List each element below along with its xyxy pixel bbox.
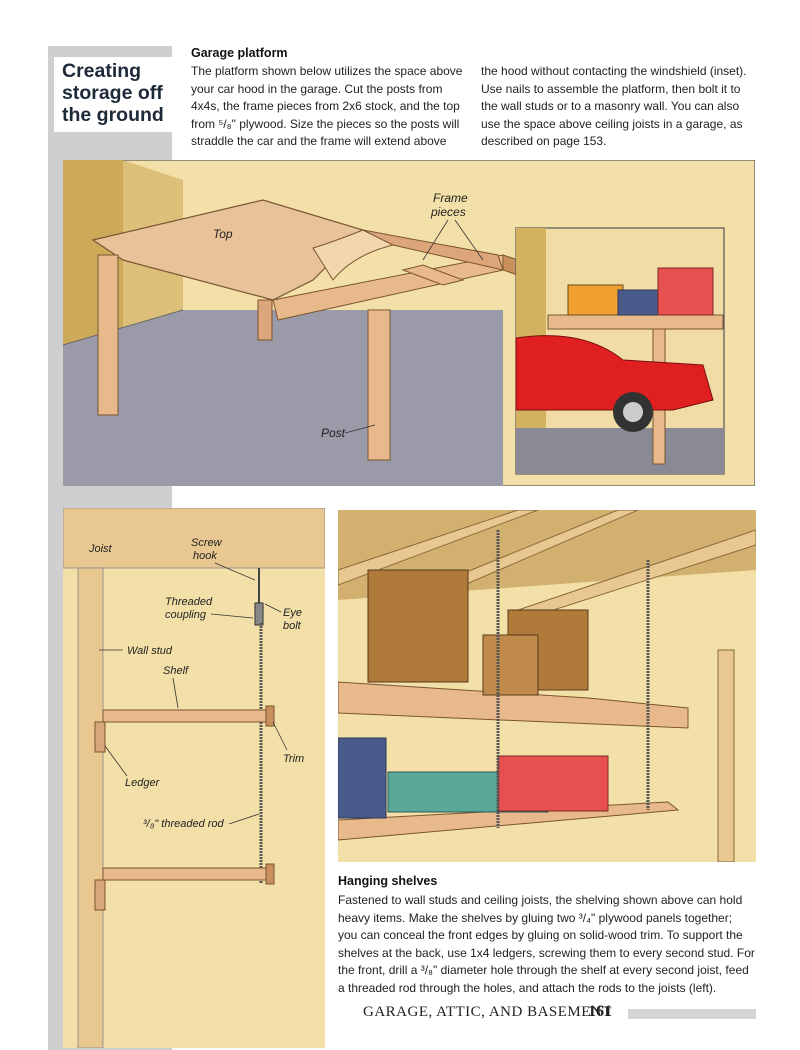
hanging-shelves-illustration bbox=[338, 510, 756, 862]
hanging-shelves-body: Fastened to wall studs and ceiling joist… bbox=[338, 892, 778, 997]
garage-platform-col1: The platform shown below utilizes the sp… bbox=[191, 63, 476, 151]
col2-line: the hood without contacting the windshie… bbox=[481, 64, 747, 78]
running-footer: GARAGE, ATTIC, AND BASEMENT bbox=[363, 1004, 612, 1020]
label-ledger: Ledger bbox=[125, 777, 161, 789]
label-post: Post bbox=[321, 426, 346, 440]
label-threaded-rod: ³/₈" threaded rod bbox=[143, 818, 225, 830]
col1-line: your car hood in the garage. Cut the pos… bbox=[191, 81, 443, 96]
page-number: 161 bbox=[588, 1003, 612, 1020]
garage-platform-illustration: Top Frame pieces Post bbox=[63, 160, 755, 486]
label-top: Top bbox=[213, 227, 233, 241]
body-line: the front, drill a ³/₈" diameter hole th… bbox=[338, 963, 749, 977]
section-title: Creating storage off the ground bbox=[62, 60, 177, 126]
label-joist: Joist bbox=[88, 543, 113, 555]
title-line-1: Creating bbox=[62, 60, 142, 82]
body-line: heavy items. Make the shelves by gluing … bbox=[338, 910, 733, 925]
title-line-3: the ground bbox=[62, 104, 164, 126]
body-line: a threaded rod through the holes, and at… bbox=[338, 980, 717, 995]
label-coupling-line1: Threaded bbox=[165, 596, 213, 608]
garage-platform-col2: the hood without contacting the windshie… bbox=[481, 63, 781, 151]
hanging-shelf-diagram: Joist Screw hook Threaded coupling Eye b… bbox=[63, 508, 325, 1048]
garage-platform-heading: Garage platform bbox=[191, 46, 288, 60]
body-line: Fastened to wall studs and ceiling joist… bbox=[338, 893, 743, 907]
label-shelf: Shelf bbox=[163, 665, 189, 677]
col1-line: from ⁵/₈" plywood. Size the pieces so th… bbox=[191, 116, 460, 131]
label-frame-line2: pieces bbox=[430, 205, 466, 219]
col2-line: the wall studs or to a masonry wall. You… bbox=[481, 99, 740, 113]
col1-line: 4x4s, the frame pieces from 2x6 stock, a… bbox=[191, 99, 460, 113]
title-line-2: storage off bbox=[62, 82, 163, 104]
title-box bbox=[54, 57, 172, 132]
col2-line: described on page 153. bbox=[481, 134, 607, 148]
col1-line: straddle the car and the frame will exte… bbox=[191, 134, 447, 148]
label-coupling-line2: coupling bbox=[165, 609, 207, 621]
col1-line: The platform shown below utilizes the sp… bbox=[191, 64, 463, 78]
footer-bar bbox=[628, 1009, 756, 1019]
col2-line: Use nails to assemble the platform, then… bbox=[481, 81, 741, 96]
label-trim: Trim bbox=[283, 753, 304, 765]
hanging-shelves-heading: Hanging shelves bbox=[338, 874, 438, 888]
body-line: shelves at the back, use 1x4 ledgers, sc… bbox=[338, 945, 755, 960]
label-screw-hook-line2: hook bbox=[193, 550, 217, 562]
car-inset bbox=[515, 227, 725, 475]
label-wall-stud: Wall stud bbox=[127, 645, 173, 657]
label-frame-line1: Frame bbox=[433, 191, 468, 205]
body-line: you can conceal the front edges by gluin… bbox=[338, 928, 743, 942]
label-eye-bolt-line1: Eye bbox=[283, 607, 302, 619]
label-screw-hook-line1: Screw bbox=[191, 537, 223, 549]
label-eye-bolt-line2: bolt bbox=[283, 620, 302, 632]
col2-line: use the space above ceiling joists in a … bbox=[481, 116, 743, 131]
